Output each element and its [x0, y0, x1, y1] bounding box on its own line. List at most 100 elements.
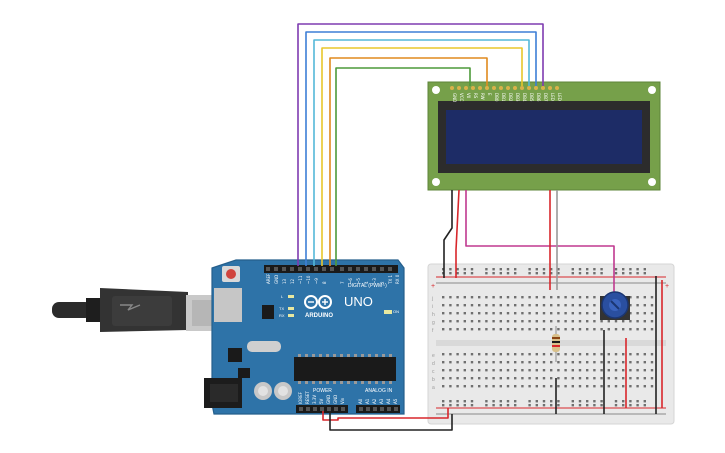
breadboard-hole: [557, 369, 560, 372]
breadboard-hole: [586, 377, 589, 380]
breadboard-hole: [578, 369, 582, 372]
breadboard: + + - j i h g f e d c b a: [427, 263, 675, 425]
breadboard-hole: [528, 320, 531, 323]
breadboard-hole: [629, 353, 632, 356]
breadboard-hole: [643, 312, 646, 315]
breadboard-hole: [485, 377, 488, 380]
row-letter: g: [432, 320, 435, 326]
breadboard-hole: [643, 328, 646, 331]
breadboard-hole: [593, 304, 596, 307]
breadboard-hole: [492, 361, 495, 364]
breadboard-hole: [492, 272, 495, 275]
breadboard-hole: [514, 296, 517, 299]
breadboard-hole: [528, 328, 531, 331]
breadboard-hole: [571, 296, 574, 299]
breadboard-hole: [506, 312, 510, 315]
breadboard-hole: [564, 312, 567, 315]
breadboard-hole: [650, 369, 654, 372]
arduino-logo-text: ARDUINO: [305, 313, 333, 319]
breadboard-hole: [478, 353, 481, 356]
breadboard-hole: [593, 312, 596, 315]
lcd-pin-label: DB1: [501, 93, 506, 102]
breadboard-hole: [470, 377, 474, 380]
breadboard-hole: [643, 268, 646, 271]
breadboard-hole: [499, 353, 502, 356]
breadboard-hole: [449, 377, 452, 380]
wire-black-gnd: [329, 411, 453, 431]
breadboard-hole: [456, 328, 459, 331]
breadboard-hole: [564, 304, 567, 307]
lcd-pin-label: RS: [473, 93, 478, 99]
breadboard-hole: [499, 320, 502, 323]
breadboard-hole: [478, 385, 481, 388]
breadboard-hole: [557, 268, 560, 271]
breadboard-hole: [586, 312, 589, 315]
breadboard-hole: [449, 404, 452, 407]
breadboard-hole: [643, 369, 646, 372]
breadboard-hole: [571, 320, 574, 323]
breadboard-hole: [463, 268, 466, 271]
row-letter: j: [431, 296, 433, 302]
breadboard-hole: [600, 361, 603, 364]
breadboard-hole: [463, 328, 466, 331]
lcd-pin-label: DB0: [494, 93, 499, 102]
breadboard-hole: [499, 400, 502, 403]
breadboard-hole: [463, 404, 466, 407]
breadboard-hole: [514, 404, 517, 407]
breadboard-hole: [550, 369, 553, 372]
breadboard-hole: [557, 377, 560, 380]
row-letter: a: [432, 385, 435, 391]
breadboard-hole: [478, 369, 481, 372]
digital-pin-labels: AREF GND 13 12 ~11 ~10 ~9 8 7 ~6 ~5 4 ~3…: [266, 273, 400, 285]
breadboard-hole: [643, 320, 646, 323]
breadboard-hole: [506, 268, 510, 271]
breadboard-hole: [614, 361, 618, 364]
breadboard-hole: [578, 404, 582, 407]
breadboard-hole: [485, 328, 488, 331]
breadboard-hole: [506, 320, 510, 323]
breadboard-hole: [463, 385, 466, 388]
pin-label: GND: [274, 275, 279, 284]
lcd-pin-label: LED: [550, 93, 555, 101]
breadboard-hole: [521, 320, 524, 323]
breadboard-hole: [571, 312, 574, 315]
pin-label: Vin: [340, 397, 345, 404]
breadboard-holes: [442, 268, 654, 407]
breadboard-hole: [535, 304, 538, 307]
breadboard-hole: [470, 312, 474, 315]
breadboard-hole: [622, 385, 625, 388]
pin-label: TX 1: [388, 275, 393, 285]
breadboard-hole: [557, 385, 560, 388]
breadboard-hole: [470, 272, 474, 275]
pin-label: A3: [379, 398, 384, 404]
breadboard-hole: [521, 304, 524, 307]
breadboard-hole: [492, 385, 495, 388]
breadboard-hole: [492, 353, 495, 356]
breadboard-hole: [456, 361, 459, 364]
breadboard-hole: [449, 320, 452, 323]
breadboard-hole: [593, 400, 596, 403]
breadboard-hole: [614, 328, 618, 331]
breadboard-hole: [636, 328, 639, 331]
pin-label: ~6: [348, 278, 353, 284]
breadboard-hole: [470, 400, 474, 403]
breadboard-hole: [593, 377, 596, 380]
breadboard-hole: [542, 304, 546, 307]
breadboard-hole: [650, 385, 654, 388]
breadboard-hole: [550, 385, 553, 388]
breadboard-hole: [535, 312, 538, 315]
breadboard-hole: [542, 268, 546, 271]
power-label: POWER: [313, 388, 332, 394]
breadboard-hole: [578, 312, 582, 315]
breadboard-hole: [636, 268, 639, 271]
breadboard-hole: [485, 385, 488, 388]
breadboard-hole: [586, 369, 589, 372]
wire-orange: [329, 57, 488, 266]
breadboard-hole: [463, 304, 466, 307]
breadboard-hole: [442, 385, 445, 388]
breadboard-hole: [442, 404, 445, 407]
breadboard-hole: [470, 404, 474, 407]
breadboard-hole: [449, 385, 452, 388]
breadboard-hole: [514, 312, 517, 315]
pin-label: 13: [282, 278, 287, 284]
